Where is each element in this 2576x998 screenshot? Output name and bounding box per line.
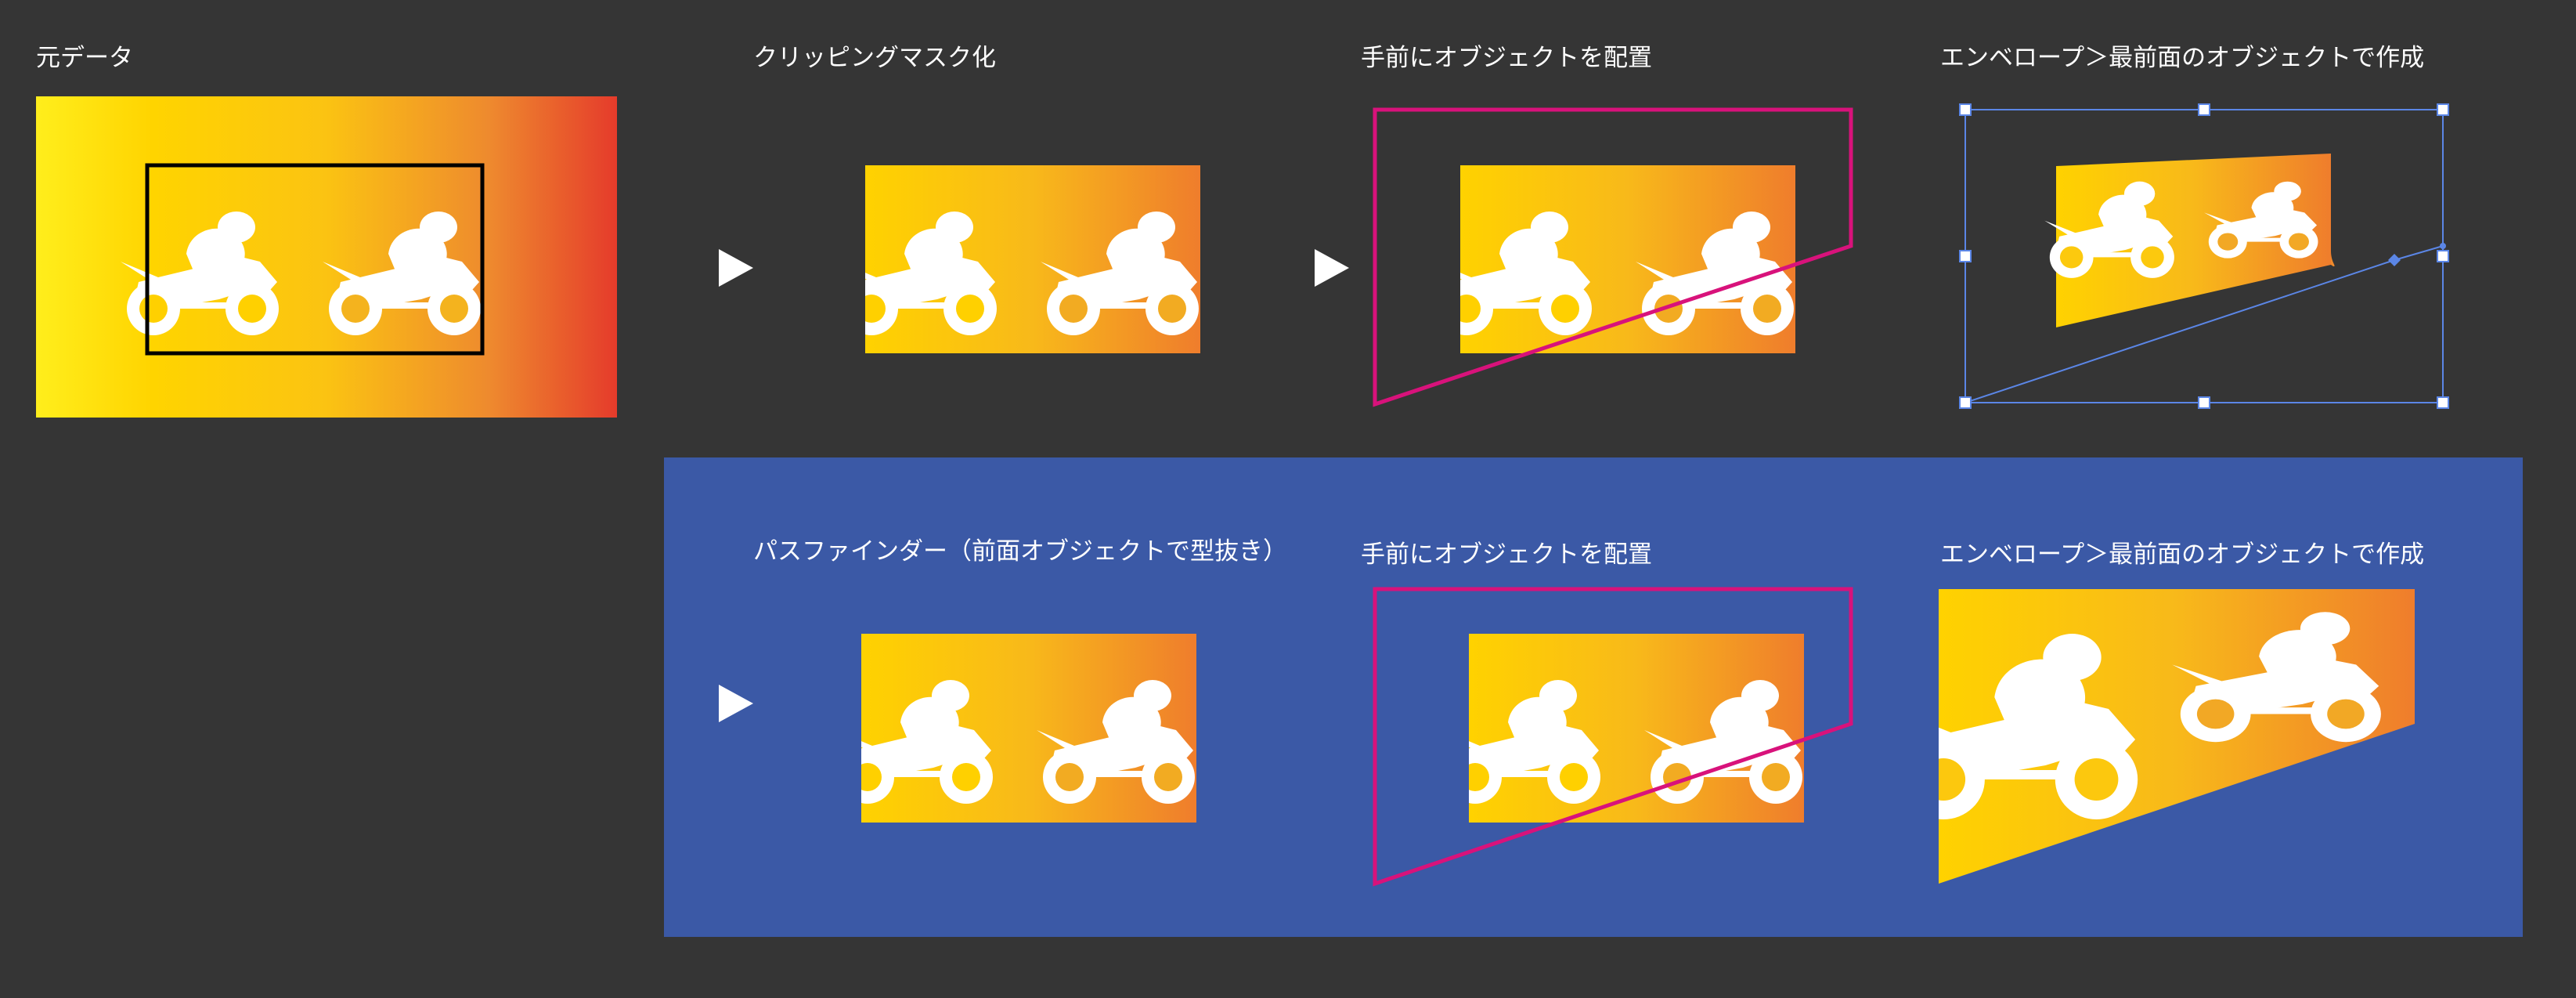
label-place-front-top: 手前にオブジェクトを配置 xyxy=(1361,44,1652,72)
label-envelope-top: エンベロープ＞最前面のオブジェクトで作成 xyxy=(1940,44,2425,72)
square-handle-icon[interactable] xyxy=(2437,103,2449,116)
original-artwork xyxy=(36,96,617,418)
square-handle-icon[interactable] xyxy=(2437,250,2449,262)
play-triangle-icon xyxy=(719,249,753,287)
square-handle-icon[interactable] xyxy=(2198,103,2210,116)
selection-bounding-box[interactable] xyxy=(1959,103,2449,409)
square-handle-icon[interactable] xyxy=(2437,396,2449,409)
envelope-result xyxy=(2044,154,2335,327)
square-handle-icon[interactable] xyxy=(1959,250,1972,262)
clipped-artwork xyxy=(865,165,1200,353)
label-envelope-bottom: エンベロープ＞最前面のオブジェクトで作成 xyxy=(1940,541,2425,569)
square-handle-icon[interactable] xyxy=(1959,396,1972,409)
crop-rectangle xyxy=(145,163,485,356)
envelope-shape xyxy=(1373,587,1853,887)
play-triangle-icon xyxy=(719,685,753,722)
label-clipping-mask: クリッピングマスク化 xyxy=(753,44,996,72)
label-place-front-bottom: 手前にオブジェクトを配置 xyxy=(1361,541,1652,569)
square-handle-icon[interactable] xyxy=(1959,103,1972,116)
play-triangle-icon xyxy=(1315,249,1349,287)
pathfinder-artwork xyxy=(1469,634,1804,823)
envelope-shape xyxy=(1373,107,1853,407)
label-original: 元データ xyxy=(36,44,133,72)
pathfinder-artwork xyxy=(861,634,1196,823)
anchor-point-icon[interactable] xyxy=(2388,254,2401,266)
label-pathfinder: パスファインダー（前面オブジェクトで型抜き） xyxy=(753,537,1287,566)
square-handle-icon[interactable] xyxy=(2198,396,2210,409)
